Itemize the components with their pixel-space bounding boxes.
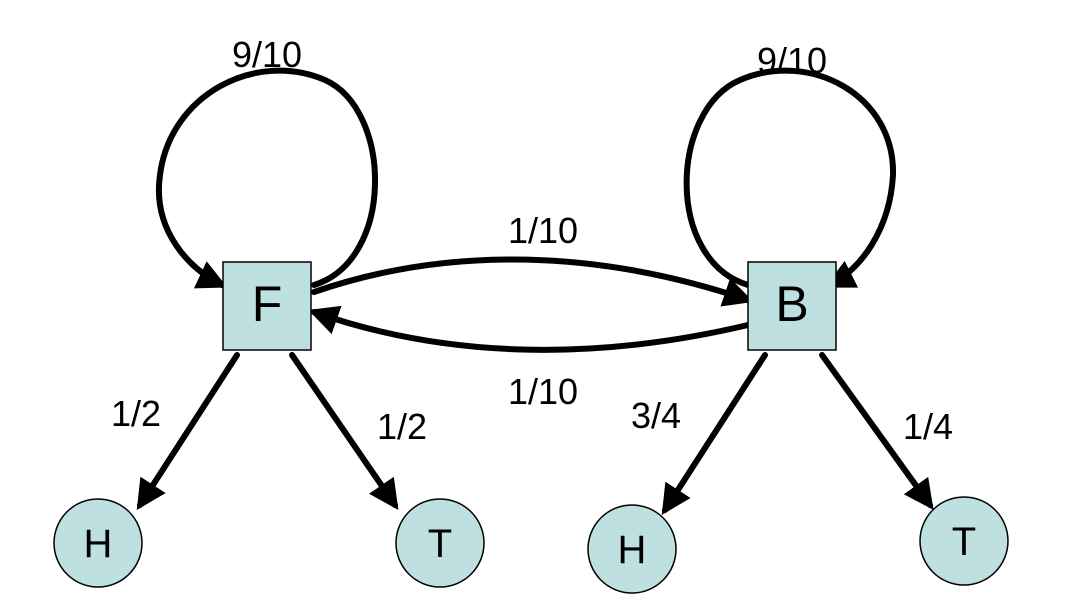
edge-label-f-to-t: 1/2 <box>377 406 427 447</box>
emission-f-h-circle <box>53 498 143 588</box>
edge-label-b-to-t: 1/4 <box>903 406 953 447</box>
edge-label-f-self: 9/10 <box>232 34 302 75</box>
edge-f-to-t <box>289 352 399 510</box>
emission-b-t: T <box>919 496 1009 586</box>
emission-f-t-circle <box>395 498 485 588</box>
emission-b-h-circle <box>587 504 677 594</box>
emission-f-h: H <box>53 498 143 588</box>
state-b: B <box>747 261 837 351</box>
state-b-box <box>747 261 837 351</box>
emission-b-t-circle <box>919 496 1009 586</box>
edge-label-b-to-h: 3/4 <box>631 395 681 436</box>
state-f: F <box>222 261 312 351</box>
edge-f-to-h <box>136 352 240 511</box>
state-f-label: F <box>252 276 283 332</box>
emission-f-t-label: T <box>428 522 452 566</box>
edge-b-to-t <box>819 352 934 510</box>
edge-b-to-f <box>308 305 751 353</box>
emission-b-h: H <box>587 504 677 594</box>
state-b-label: B <box>775 276 808 332</box>
edge-label-f-to-b: 1/10 <box>508 210 578 251</box>
emission-b-t-label: T <box>952 520 976 564</box>
emission-f-t: T <box>395 498 485 588</box>
emission-f-h-label: H <box>84 522 113 566</box>
emission-b-h-label: H <box>618 528 647 572</box>
edge-label-f-to-h: 1/2 <box>111 393 161 434</box>
edge-b-to-h <box>661 352 768 516</box>
edge-f-self-loop <box>155 67 378 289</box>
edge-label-b-to-f: 1/10 <box>508 371 578 412</box>
state-f-box <box>222 261 312 351</box>
edge-b-self-loop <box>683 67 897 288</box>
edge-label-b-self: 9/10 <box>757 40 827 81</box>
edge-f-to-b <box>311 256 754 307</box>
